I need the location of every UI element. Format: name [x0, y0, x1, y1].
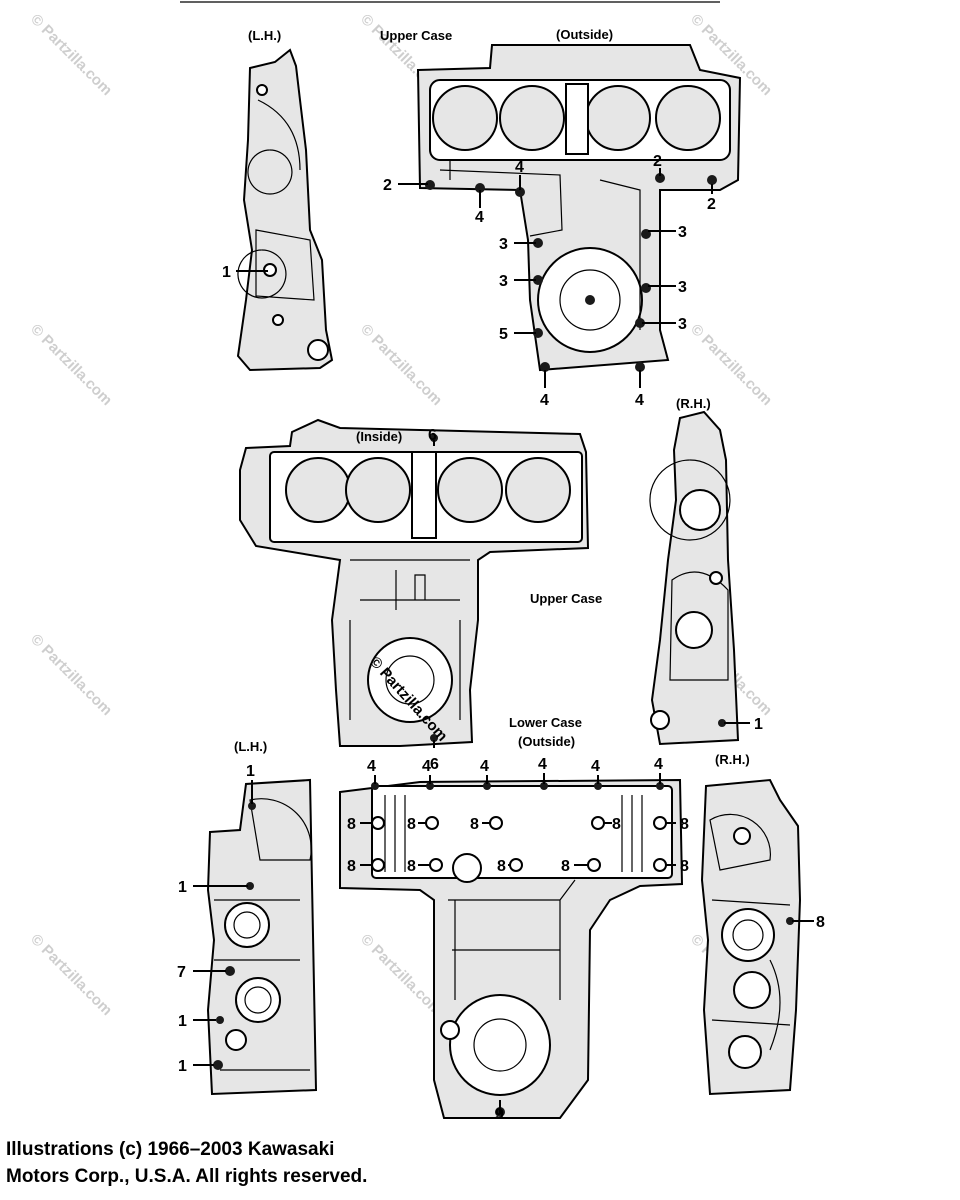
- watermark: © Partzilla.com: [357, 321, 445, 409]
- upper-case-inside: [239, 418, 590, 747]
- callout-8: 8: [347, 816, 356, 833]
- callout-3: 3: [678, 316, 687, 333]
- callout-4: 4: [591, 758, 600, 775]
- callout-8: 8: [816, 914, 825, 931]
- callout-4: 4: [475, 209, 484, 226]
- callout-8: 8: [407, 858, 416, 875]
- callout-2: 2: [653, 153, 662, 170]
- watermark: © Partzilla.com: [357, 931, 445, 1019]
- lh-lower-case-side: [206, 778, 318, 1096]
- callout-1: 1: [178, 1013, 187, 1030]
- callout-4: 4: [538, 756, 547, 773]
- callout-3: 3: [678, 224, 687, 241]
- callout-2: 2: [707, 196, 716, 213]
- callout-4: 4: [540, 392, 549, 409]
- callout-4: 4: [367, 758, 376, 775]
- callout-4: 4: [422, 758, 431, 775]
- callout-3: 3: [499, 236, 508, 253]
- copyright-line: Illustrations (c) 1966–2003 Kawasaki: [6, 1139, 335, 1160]
- callout-7: 7: [177, 964, 186, 981]
- copyright-line: Motors Corp., U.S.A. All rights reserved…: [6, 1166, 368, 1187]
- callout-8: 8: [497, 858, 506, 875]
- watermark: © Partzilla.com: [27, 931, 115, 1019]
- callout-8: 8: [347, 858, 356, 875]
- copyright-notice: Illustrations (c) 1966–2003 Kawasaki Mot…: [6, 1136, 367, 1190]
- callout-8: 8: [561, 858, 570, 875]
- upper-case-outside: [416, 44, 742, 372]
- callout-3: 3: [678, 279, 687, 296]
- callout-6: 6: [430, 756, 439, 773]
- callout-8: 8: [680, 816, 689, 833]
- rh-label: (R.H.): [676, 396, 711, 411]
- callout-8: 8: [407, 816, 416, 833]
- callout-4: 4: [654, 756, 663, 773]
- callout-4: 4: [515, 159, 524, 176]
- callout-3: 3: [499, 273, 508, 290]
- callout-5: 5: [499, 326, 508, 343]
- watermark: © Partzilla.com: [27, 11, 115, 99]
- lh-label: (L.H.): [248, 28, 281, 43]
- lh-upper-case-side: [236, 48, 334, 372]
- lower-case-leaders: [360, 773, 676, 1114]
- lh-label: (L.H.): [234, 739, 267, 754]
- callout-1: 1: [222, 264, 231, 281]
- upper-case-label: Upper Case: [380, 28, 452, 43]
- rh-upper-case-side: [649, 410, 740, 746]
- callout-4: 4: [635, 392, 644, 409]
- callout-8: 8: [612, 816, 621, 833]
- callout-6: 6: [428, 427, 437, 444]
- callout-8: 8: [680, 858, 689, 875]
- callout-2: 2: [383, 177, 392, 194]
- outside-label: (Outside): [556, 27, 613, 42]
- lower-outside-label: (Outside): [518, 734, 575, 749]
- lower-case-outside: [339, 778, 684, 1119]
- rh-lower-case-side: [700, 778, 802, 1096]
- callout-9: 9: [495, 1106, 504, 1123]
- callout-1: 1: [754, 716, 763, 733]
- lh-lower-leaders: [193, 780, 253, 1066]
- inside-label: (Inside): [356, 429, 402, 444]
- lower-case-label: Lower Case: [509, 715, 582, 730]
- callout-1: 1: [246, 763, 255, 780]
- upper-outside-leaders: [398, 168, 713, 388]
- watermark: © Partzilla.com: [27, 631, 115, 719]
- upper-case-label: Upper Case: [530, 591, 602, 606]
- callout-8: 8: [470, 816, 479, 833]
- callout-1: 1: [178, 1058, 187, 1075]
- rh-label: (R.H.): [715, 752, 750, 767]
- callout-1: 1: [178, 879, 187, 896]
- callout-4: 4: [480, 758, 489, 775]
- watermark: © Partzilla.com: [27, 321, 115, 409]
